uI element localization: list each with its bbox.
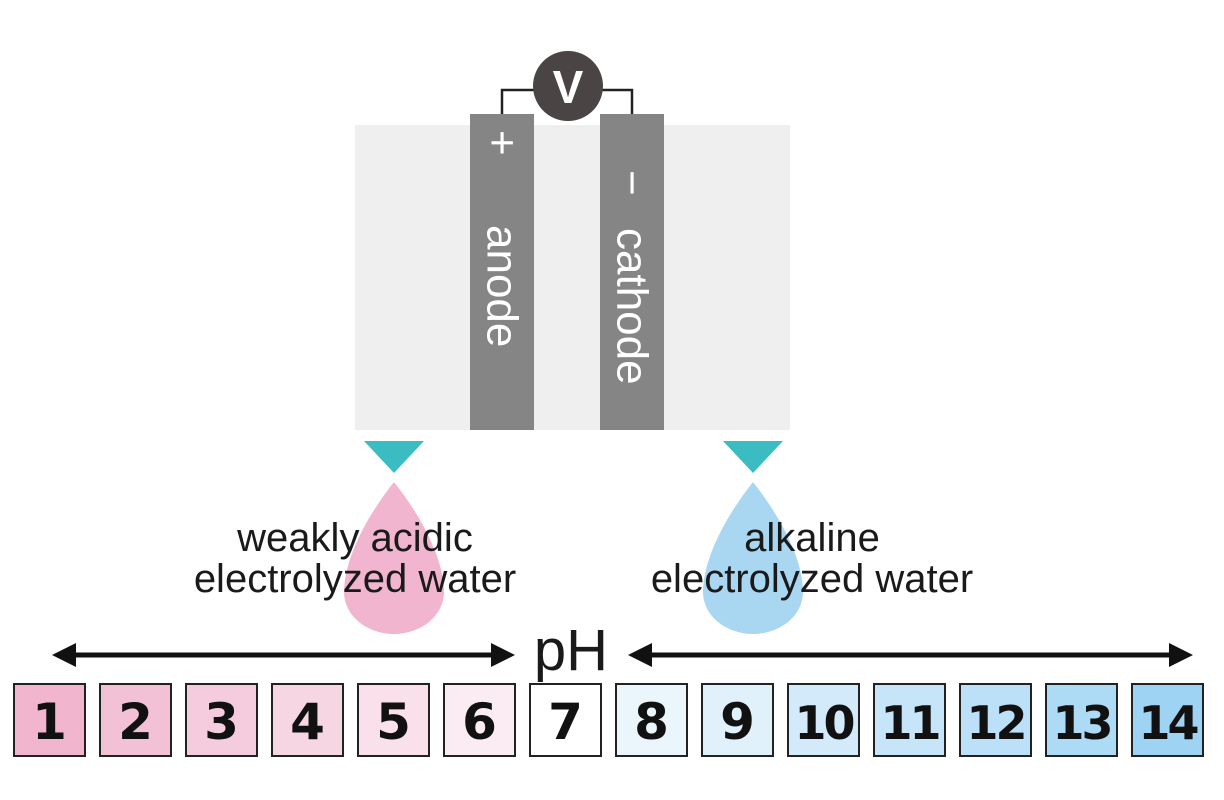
ph-value-11: 11 bbox=[880, 696, 938, 750]
ph-value-9: 9 bbox=[720, 693, 755, 751]
anode-label: anode bbox=[478, 225, 527, 347]
ph-cell-2 bbox=[99, 683, 172, 757]
anode-wire bbox=[500, 88, 540, 116]
anode-sign: + bbox=[478, 130, 527, 156]
acidic-water-drop-icon bbox=[344, 482, 444, 634]
ph-cell-12 bbox=[959, 683, 1032, 757]
ph-cell-4 bbox=[271, 683, 344, 757]
ph-cell-14 bbox=[1131, 683, 1204, 757]
acidic-water-label-line2: electrolyzed water bbox=[194, 557, 516, 601]
ph-value-2: 2 bbox=[118, 693, 153, 751]
ph-cell-6 bbox=[443, 683, 516, 757]
acidic-water-label-line1: weakly acidic bbox=[236, 516, 473, 560]
alkaline-water-label-line1: alkaline bbox=[744, 516, 880, 560]
cathode-sign: − bbox=[608, 170, 657, 196]
alkaline-outlet-triangle bbox=[723, 441, 783, 473]
cathode-wire bbox=[596, 88, 634, 116]
ph-value-10: 10 bbox=[794, 696, 853, 750]
cathode-electrode bbox=[600, 114, 664, 430]
ph-cell-11 bbox=[873, 683, 946, 757]
ph-cell-8 bbox=[615, 683, 688, 757]
ph-cell-3 bbox=[185, 683, 258, 757]
ph-label: pH bbox=[534, 618, 608, 683]
ph-value-7: 7 bbox=[548, 693, 583, 751]
ph-value-1: 1 bbox=[32, 693, 67, 751]
ph-cell-1 bbox=[13, 683, 86, 757]
alkaline-range-arrow bbox=[628, 643, 1193, 667]
ph-cell-7 bbox=[529, 683, 602, 757]
voltmeter-symbol: V bbox=[553, 61, 584, 113]
acidic-range-arrow bbox=[52, 643, 515, 667]
ph-value-14: 14 bbox=[1138, 696, 1197, 750]
ph-value-6: 6 bbox=[462, 693, 497, 751]
ph-cell-13 bbox=[1045, 683, 1118, 757]
alkaline-water-drop-icon bbox=[703, 482, 803, 634]
electrolysis-cell bbox=[355, 125, 790, 430]
ph-value-13: 13 bbox=[1052, 696, 1110, 750]
ph-cell-9 bbox=[701, 683, 774, 757]
ph-value-12: 12 bbox=[966, 696, 1024, 750]
alkaline-water-label-line2: electrolyzed water bbox=[651, 557, 973, 601]
voltmeter-icon bbox=[533, 51, 603, 121]
ph-value-3: 3 bbox=[204, 693, 239, 751]
ph-value-4: 4 bbox=[290, 693, 325, 751]
ph-value-5: 5 bbox=[376, 693, 411, 751]
ph-value-8: 8 bbox=[634, 693, 669, 751]
anode-electrode bbox=[470, 114, 534, 430]
cathode-label: cathode bbox=[608, 228, 657, 385]
acid-outlet-triangle bbox=[364, 441, 424, 473]
ph-cell-10 bbox=[787, 683, 860, 757]
ph-cell-5 bbox=[357, 683, 430, 757]
